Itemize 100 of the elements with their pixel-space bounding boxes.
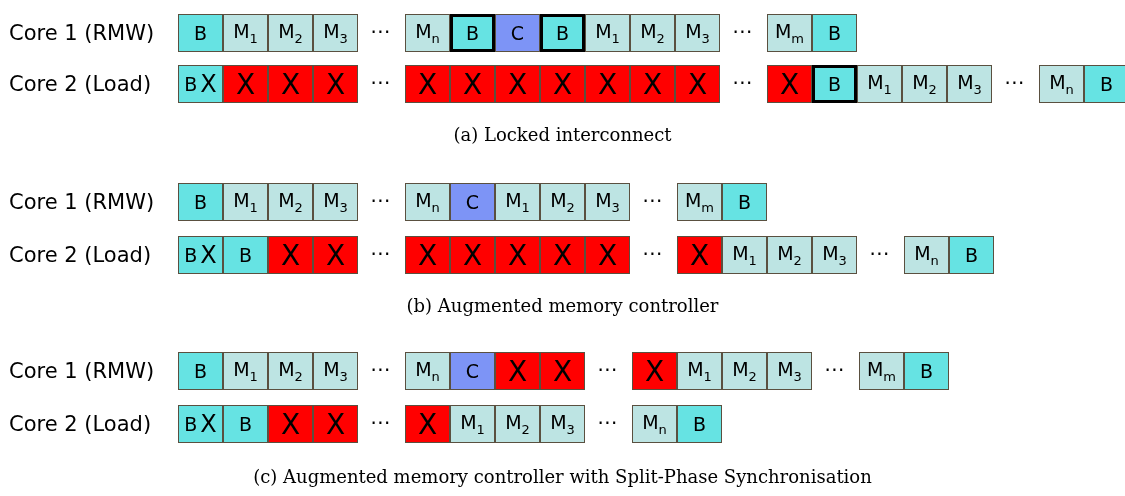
stall-slot: X (632, 352, 677, 390)
time-slot (178, 65, 223, 103)
stall-slot: X (313, 405, 358, 443)
time-slot: M$_{1}$ (223, 352, 268, 390)
time-slot: M$_{n}$ (405, 183, 450, 221)
time-slot: M$_{1}$ (223, 14, 268, 52)
ellipsis: ⋯ (731, 69, 754, 96)
time-slot: M$_{3}$ (767, 352, 812, 390)
slot-letter: B (184, 413, 198, 435)
time-slot: M$_{1}$ (585, 14, 630, 52)
row-label: Core 1 (RMW) (9, 20, 155, 47)
ellipsis: ⋯ (731, 18, 754, 45)
stall-slot: X (450, 65, 495, 103)
time-slot: C (495, 14, 540, 52)
stall-slot: X (585, 65, 630, 103)
cross-mark: X (200, 241, 217, 269)
stall-slot: X (585, 236, 630, 274)
ellipsis: ⋯ (596, 356, 619, 383)
time-slot: B (904, 352, 949, 390)
time-slot: M$_{1}$ (450, 405, 495, 443)
ellipsis: ⋯ (369, 409, 392, 436)
stall-slot: X (405, 65, 450, 103)
row-label: Core 2 (Load) (9, 242, 152, 269)
time-slot: B (178, 183, 223, 221)
time-slot: M$_{3}$ (540, 405, 585, 443)
time-slot: M$_{m}$ (767, 14, 812, 52)
ellipsis: ⋯ (369, 240, 392, 267)
stall-slot: X (450, 236, 495, 274)
time-slot: M$_{1}$ (677, 352, 722, 390)
ellipsis: ⋯ (868, 240, 891, 267)
row-label: Core 2 (Load) (9, 411, 152, 438)
time-slot: B (223, 236, 268, 274)
time-slot (178, 236, 223, 274)
ellipsis: ⋯ (369, 18, 392, 45)
time-slot: B (812, 65, 857, 103)
time-slot: M$_{n}$ (1039, 65, 1084, 103)
stall-slot: X (677, 236, 722, 274)
stall-slot: X (495, 236, 540, 274)
time-slot: C (450, 183, 495, 221)
time-slot: M$_{1}$ (495, 183, 540, 221)
time-slot: B (178, 14, 223, 52)
ellipsis: ⋯ (369, 187, 392, 214)
row-label: Core 2 (Load) (9, 71, 152, 98)
caption: (c) Augmented memory controller with Split-Phase Synchronisation (253, 466, 872, 487)
stall-slot: X (540, 352, 585, 390)
stall-slot: X (630, 65, 675, 103)
stall-slot: X (540, 65, 585, 103)
time-slot: M$_{3}$ (585, 183, 630, 221)
time-slot: B (1084, 65, 1125, 103)
time-slot: B (540, 14, 585, 52)
time-slot: M$_{2}$ (902, 65, 947, 103)
time-slot: M$_{2}$ (722, 352, 767, 390)
time-slot: M$_{3}$ (675, 14, 720, 52)
slot-letter: B (184, 73, 198, 95)
time-slot: M$_{n}$ (904, 236, 949, 274)
time-slot: M$_{3}$ (313, 183, 358, 221)
time-slot: M$_{2}$ (540, 183, 585, 221)
time-slot: M$_{2}$ (268, 352, 313, 390)
time-slot: B (450, 14, 495, 52)
time-slot: M$_{3}$ (313, 14, 358, 52)
stall-slot: X (540, 236, 585, 274)
time-slot: B (949, 236, 994, 274)
ellipsis: ⋯ (1003, 69, 1026, 96)
caption: (a) Locked interconnect (453, 124, 672, 145)
time-slot: M$_{2}$ (268, 14, 313, 52)
stall-slot: X (268, 405, 313, 443)
stall-slot: X (495, 352, 540, 390)
time-slot (178, 405, 223, 443)
ellipsis: ⋯ (823, 356, 846, 383)
time-slot: M$_{2}$ (268, 183, 313, 221)
time-slot: M$_{m}$ (677, 183, 722, 221)
stall-slot: X (405, 236, 450, 274)
row-label: Core 1 (RMW) (9, 189, 155, 216)
time-slot: M$_{n}$ (405, 14, 450, 52)
stall-slot: X (405, 405, 450, 443)
ellipsis: ⋯ (369, 69, 392, 96)
time-slot: M$_{2}$ (495, 405, 540, 443)
time-slot: M$_{3}$ (947, 65, 992, 103)
time-slot: M$_{3}$ (812, 236, 857, 274)
time-slot: C (450, 352, 495, 390)
time-slot: B (722, 183, 767, 221)
cross-mark: X (200, 70, 217, 98)
stall-slot: X (268, 236, 313, 274)
caption: (b) Augmented memory controller (406, 295, 719, 316)
cross-mark: X (200, 410, 217, 438)
ellipsis: ⋯ (596, 409, 619, 436)
row-label: Core 1 (RMW) (9, 358, 155, 385)
stall-slot: X (313, 236, 358, 274)
stall-slot: X (223, 65, 268, 103)
time-slot: M$_{1}$ (223, 183, 268, 221)
time-slot: M$_{n}$ (405, 352, 450, 390)
time-slot: B (223, 405, 268, 443)
slot-letter: B (184, 244, 198, 266)
time-slot: M$_{m}$ (859, 352, 904, 390)
ellipsis: ⋯ (641, 187, 664, 214)
time-slot: M$_{3}$ (313, 352, 358, 390)
time-slot: B (178, 352, 223, 390)
stall-slot: X (675, 65, 720, 103)
stall-slot: X (268, 65, 313, 103)
stall-slot: X (767, 65, 812, 103)
